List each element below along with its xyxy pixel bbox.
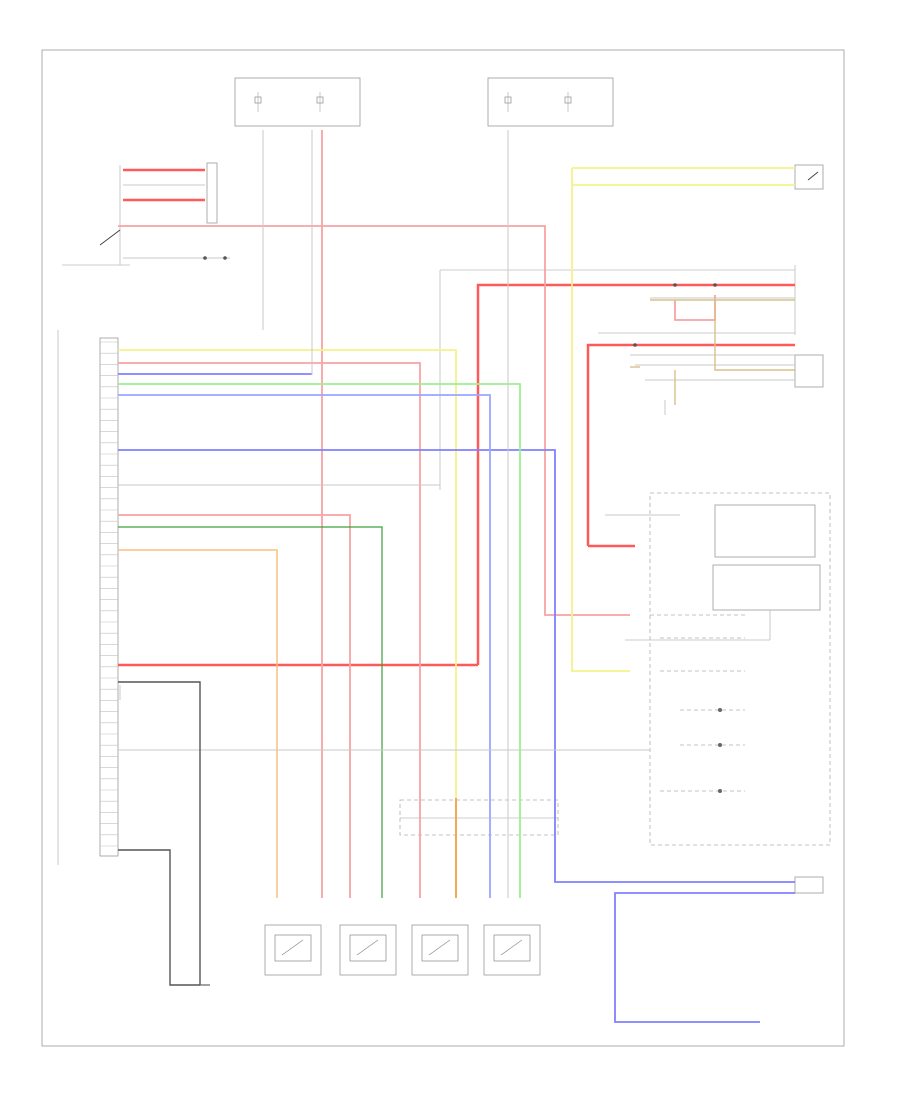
engine-control-module <box>714 504 816 558</box>
wheel-sensor-connectors <box>399 799 559 836</box>
wire-green <box>118 383 521 898</box>
wire-grey <box>118 130 795 898</box>
wire-dark <box>118 681 201 986</box>
abs-module <box>57 330 119 865</box>
connector-top-left <box>62 162 218 266</box>
sensor-lr <box>411 924 469 976</box>
sensor-lf <box>264 924 322 976</box>
cruise-control-module <box>625 564 821 641</box>
wire-tan <box>630 299 795 405</box>
fuse-box-left <box>234 77 361 127</box>
data-link-connector <box>794 876 824 894</box>
fuse-box-right <box>487 77 614 127</box>
wire-dark-green <box>118 526 383 898</box>
diagram-frame <box>41 49 845 1047</box>
cruise-switches <box>650 614 745 793</box>
wire-red <box>118 168 795 667</box>
connector-top-right <box>794 164 824 190</box>
connector-right-stack <box>439 265 824 490</box>
sensor-rr <box>483 924 541 976</box>
wire-yellow <box>118 167 795 898</box>
wire-light-blue <box>118 394 491 898</box>
wire-pink <box>118 130 716 898</box>
sensor-rf <box>339 924 397 976</box>
wire-blue <box>118 373 795 1023</box>
wire-orange <box>118 549 278 898</box>
splice-points <box>203 256 717 347</box>
cruise-control-area <box>649 492 831 846</box>
